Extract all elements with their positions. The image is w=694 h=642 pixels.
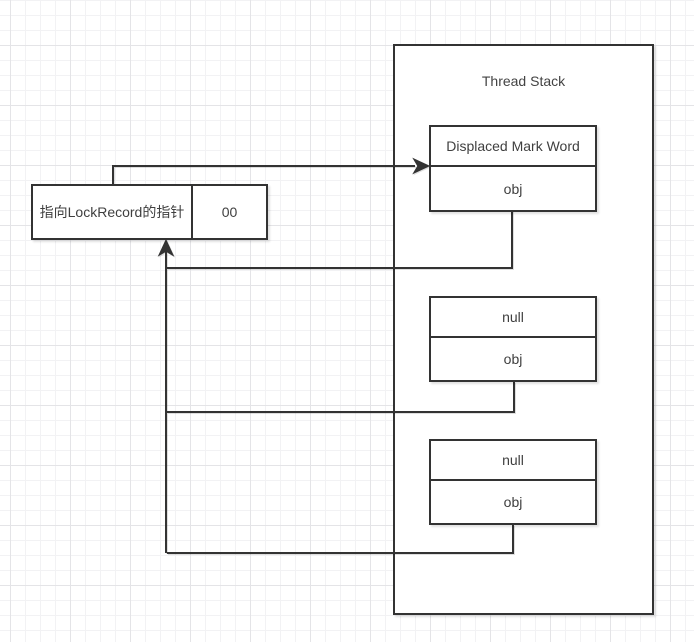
frame2-obj-branch-line: [167, 382, 515, 413]
frame1-obj-branch-line: [167, 211, 513, 269]
lock-record-frame-1: Displaced Mark Word obj: [429, 125, 597, 212]
mark-word-box: 指向LockRecord的指针 00: [31, 184, 268, 240]
right-arrowhead-icon: [412, 157, 431, 175]
lock-record-frame-3: null obj: [429, 439, 597, 525]
pointer-arrow-line: [112, 165, 415, 184]
frame-2-null-cell: null: [431, 298, 595, 338]
frame-1-obj-cell: obj: [503, 180, 523, 197]
thread-stack-title: Thread Stack: [481, 73, 566, 89]
obj-to-markword-arrow: [157, 211, 515, 554]
frame3-obj-branch-line: [167, 525, 514, 554]
lock-flag-cell: 00: [221, 204, 238, 220]
frame-1-displaced-mark-word-cell: Displaced Mark Word: [431, 127, 595, 167]
up-arrowhead-icon: [157, 238, 175, 257]
frame-2-obj-cell: obj: [503, 351, 523, 367]
lockrecord-pointer-cell: 指向LockRecord的指针: [33, 186, 193, 238]
frame-3-obj-cell: obj: [503, 494, 523, 510]
lock-record-frame-2: null obj: [429, 296, 597, 382]
frame-3-null-cell: null: [431, 441, 595, 481]
markword-to-lockrecord-arrow: [112, 157, 431, 184]
